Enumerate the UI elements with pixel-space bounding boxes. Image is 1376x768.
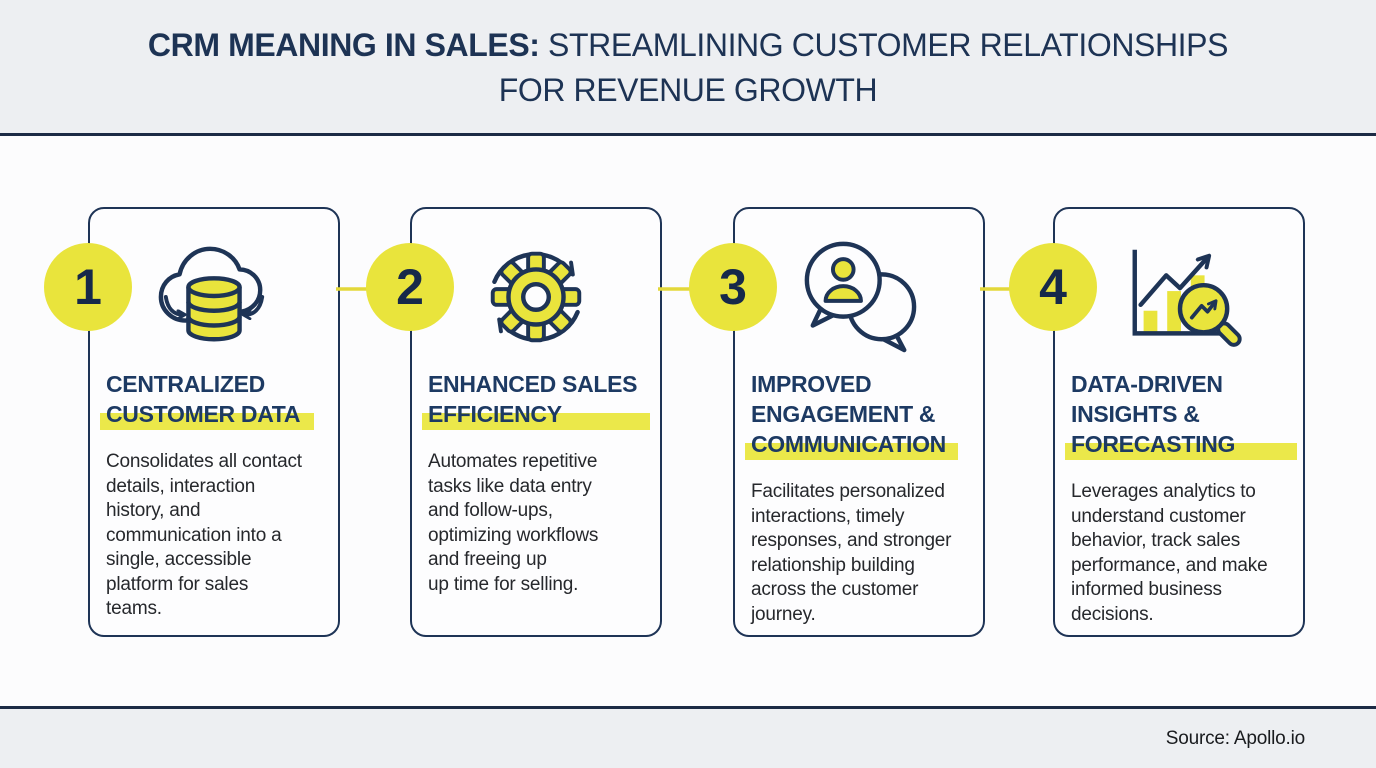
card3-icon-wrap	[735, 235, 983, 355]
card1-icon-wrap	[90, 235, 338, 355]
page-title-line2: FOR REVENUE GROWTH	[498, 71, 878, 108]
card-enhanced-sales-efficiency: ENHANCED SALES EFFICIENCY Automates repe…	[410, 207, 662, 637]
step-number-badge-4: 4	[1009, 243, 1097, 331]
header: CRM MEANING IN SALES: STREAMLINING CUSTO…	[0, 0, 1376, 133]
card4-title: DATA-DRIVEN INSIGHTS & FORECASTING	[1065, 369, 1303, 460]
source-attribution: Source: Apollo.io	[1165, 727, 1305, 749]
step-number-badge-3: 3	[689, 243, 777, 331]
card1-title-line1: CENTRALIZED	[106, 371, 265, 397]
card2-title-highlighted: EFFICIENCY	[422, 401, 650, 430]
card3-title-line2: ENGAGEMENT &	[751, 401, 936, 427]
card-improved-engagement-communication: IMPROVED ENGAGEMENT & COMMUNICATION Faci…	[733, 207, 985, 637]
step-number-badge-1: 1	[44, 243, 132, 331]
footer-divider	[0, 706, 1376, 709]
card2-title-line1: ENHANCED SALES	[428, 371, 638, 397]
card4-title-line2: INSIGHTS &	[1071, 401, 1200, 427]
page-title: CRM MEANING IN SALES: STREAMLINING CUSTO…	[147, 23, 1229, 113]
card2-title: ENHANCED SALES EFFICIENCY	[422, 369, 660, 430]
cloud-database-icon	[158, 246, 265, 342]
page-title-rest: STREAMLINING CUSTOMER RELATIONSHIPS	[539, 26, 1229, 63]
card2-icon-wrap	[412, 235, 660, 355]
card-data-driven-insights-forecasting: DATA-DRIVEN INSIGHTS & FORECASTING Lever…	[1053, 207, 1305, 637]
card4-description: Leverages analytics to understand custom…	[1071, 481, 1268, 625]
card2-description: Automates repetitive tasks like data ent…	[428, 451, 599, 595]
card3-title-highlighted: COMMUNICATION	[745, 431, 958, 460]
card3-title-line1: IMPROVED	[751, 371, 872, 397]
footer: Source: Apollo.io	[0, 709, 1376, 768]
card3-description: Facilitates personalized interactions, t…	[751, 481, 952, 625]
page-title-bold: CRM MEANING IN SALES:	[147, 26, 540, 63]
step-number-badge-2: 2	[366, 243, 454, 331]
card1-title: CENTRALIZED CUSTOMER DATA	[100, 369, 338, 430]
card-centralized-customer-data: CENTRALIZED CUSTOMER DATA Consolidates a…	[88, 207, 340, 637]
card4-title-highlighted: FORECASTING	[1065, 431, 1298, 460]
header-divider	[0, 133, 1376, 136]
chart-magnifier-icon	[1132, 249, 1242, 347]
card1-title-highlighted: CUSTOMER DATA	[100, 401, 315, 430]
gear-sync-icon	[490, 251, 582, 343]
card4-icon-wrap	[1055, 235, 1303, 355]
card3-title: IMPROVED ENGAGEMENT & COMMUNICATION	[745, 369, 983, 460]
card4-title-line1: DATA-DRIVEN	[1071, 371, 1223, 397]
card1-description: Consolidates all contact details, intera…	[106, 451, 302, 619]
chat-bubbles-person-icon	[804, 241, 917, 353]
